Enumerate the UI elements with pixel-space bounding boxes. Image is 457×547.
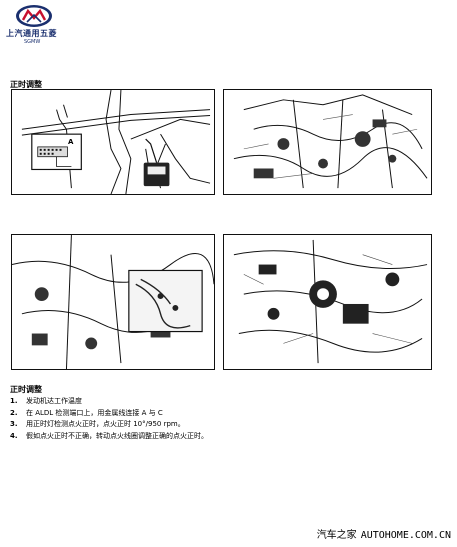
step-item: 4. 假如点火正时不正确，转动点火线圈调整正确的点火正时。: [10, 431, 440, 443]
step-text: 发动机达工作温度: [26, 397, 82, 405]
figure-aldl-connector: A: [11, 89, 215, 195]
step-item: 1. 发动机达工作温度: [10, 396, 440, 408]
figure-engine-bay-2: [11, 234, 215, 370]
step-item: 3. 用正时灯检测点火正时，点火正时 10°/950 rpm。: [10, 419, 440, 431]
figure-engine-bay-3: [223, 234, 432, 370]
step-item: 2. 在 ALDL 检测端口上，用金属线连接 A 与 C: [10, 408, 440, 420]
brand-name-cn: 上汽通用五菱: [6, 29, 57, 38]
brand-logo: 上汽通用五菱 SGMW: [6, 4, 64, 46]
step-text: 假如点火正时不正确，转动点火线圈调整正确的点火正时。: [26, 431, 208, 440]
section-title-top: 正时调整: [10, 80, 42, 89]
step-text: 在 ALDL 检测端口上，用金属线连接 A 与 C: [26, 408, 163, 417]
step-number: 1.: [10, 397, 18, 405]
figure-engine-bay-1: [223, 89, 432, 195]
step-number: 3.: [10, 420, 18, 428]
connector-label-a: A: [68, 138, 74, 146]
step-text: 用正时灯检测点火正时，点火正时 10°/950 rpm。: [26, 420, 185, 428]
sgmw-emblem-icon: [16, 5, 52, 27]
step-number: 2.: [10, 408, 18, 417]
footer-site-en: AUTOHOME.COM.CN: [360, 530, 451, 541]
procedure-steps: 1. 发动机达工作温度 2. 在 ALDL 检测端口上，用金属线连接 A 与 C…: [10, 396, 440, 442]
step-number: 4.: [10, 431, 18, 440]
section-title-bottom: 正时调整: [10, 385, 42, 394]
footer-site-cn: 汽车之家: [316, 530, 357, 541]
brand-name-en: SGMW: [24, 39, 41, 45]
